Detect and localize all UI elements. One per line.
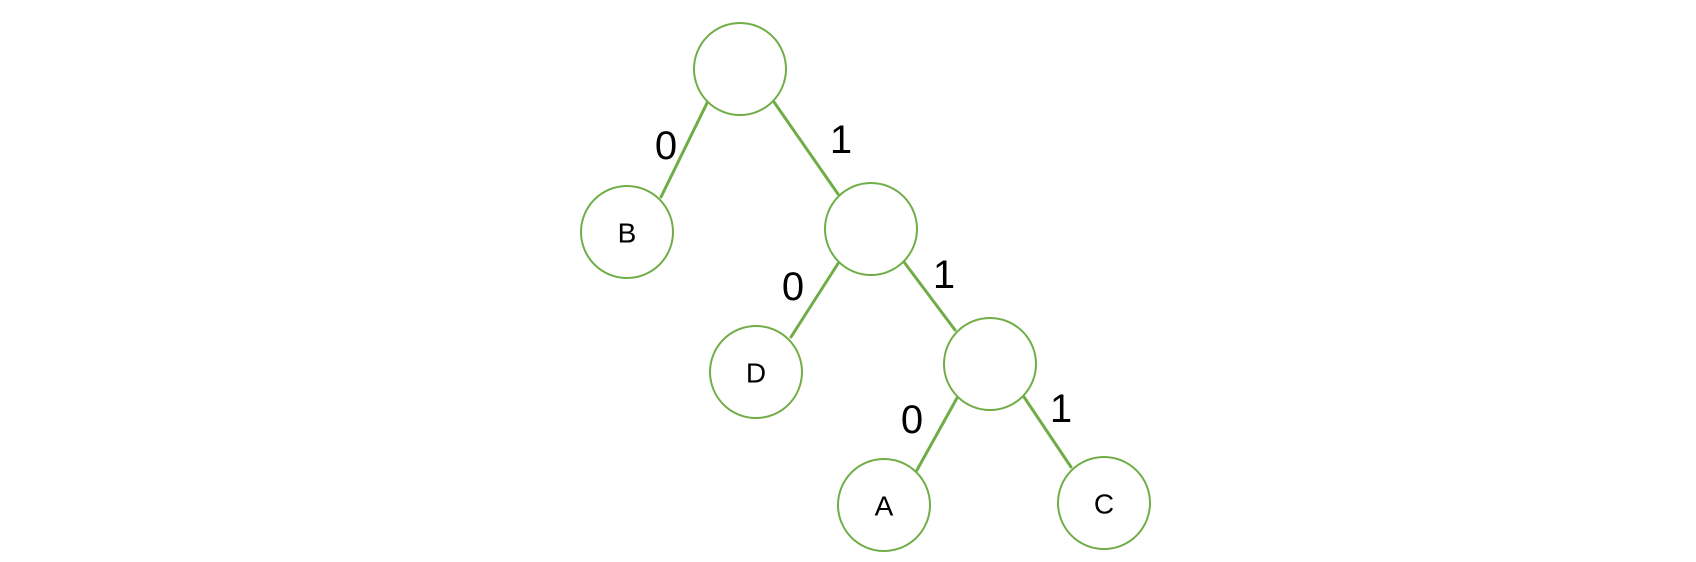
node-a: A <box>837 458 931 552</box>
edge-label-node1-d: 0 <box>782 265 804 309</box>
edge-label-node1-node11: 1 <box>933 253 955 297</box>
edge-node1-node11 <box>902 260 957 332</box>
node-d: D <box>709 325 803 419</box>
edge-label-root-b: 0 <box>655 124 677 168</box>
node-label-a: A <box>875 491 894 522</box>
edge-labels: 0 1 0 1 0 1 <box>655 118 1072 442</box>
node-label-d: D <box>746 358 766 389</box>
edge-root-b <box>659 99 710 199</box>
edge-label-node11-c: 1 <box>1050 387 1072 431</box>
node-b: B <box>580 185 674 279</box>
edge-node11-a <box>915 396 959 472</box>
tree-edges <box>659 99 1073 472</box>
edge-node11-c <box>1022 395 1073 469</box>
node-root <box>693 22 787 116</box>
node-c: C <box>1057 456 1151 550</box>
tree-nodes: B D A C <box>580 22 1151 552</box>
node-label-b: B <box>618 218 637 249</box>
edge-node1-d <box>789 260 841 339</box>
node-1 <box>824 182 918 276</box>
edge-label-node11-a: 0 <box>901 398 923 442</box>
node-label-c: C <box>1094 489 1114 520</box>
edge-root-node1 <box>772 100 840 196</box>
node-11 <box>943 317 1037 411</box>
edge-label-root-node1: 1 <box>830 118 852 162</box>
